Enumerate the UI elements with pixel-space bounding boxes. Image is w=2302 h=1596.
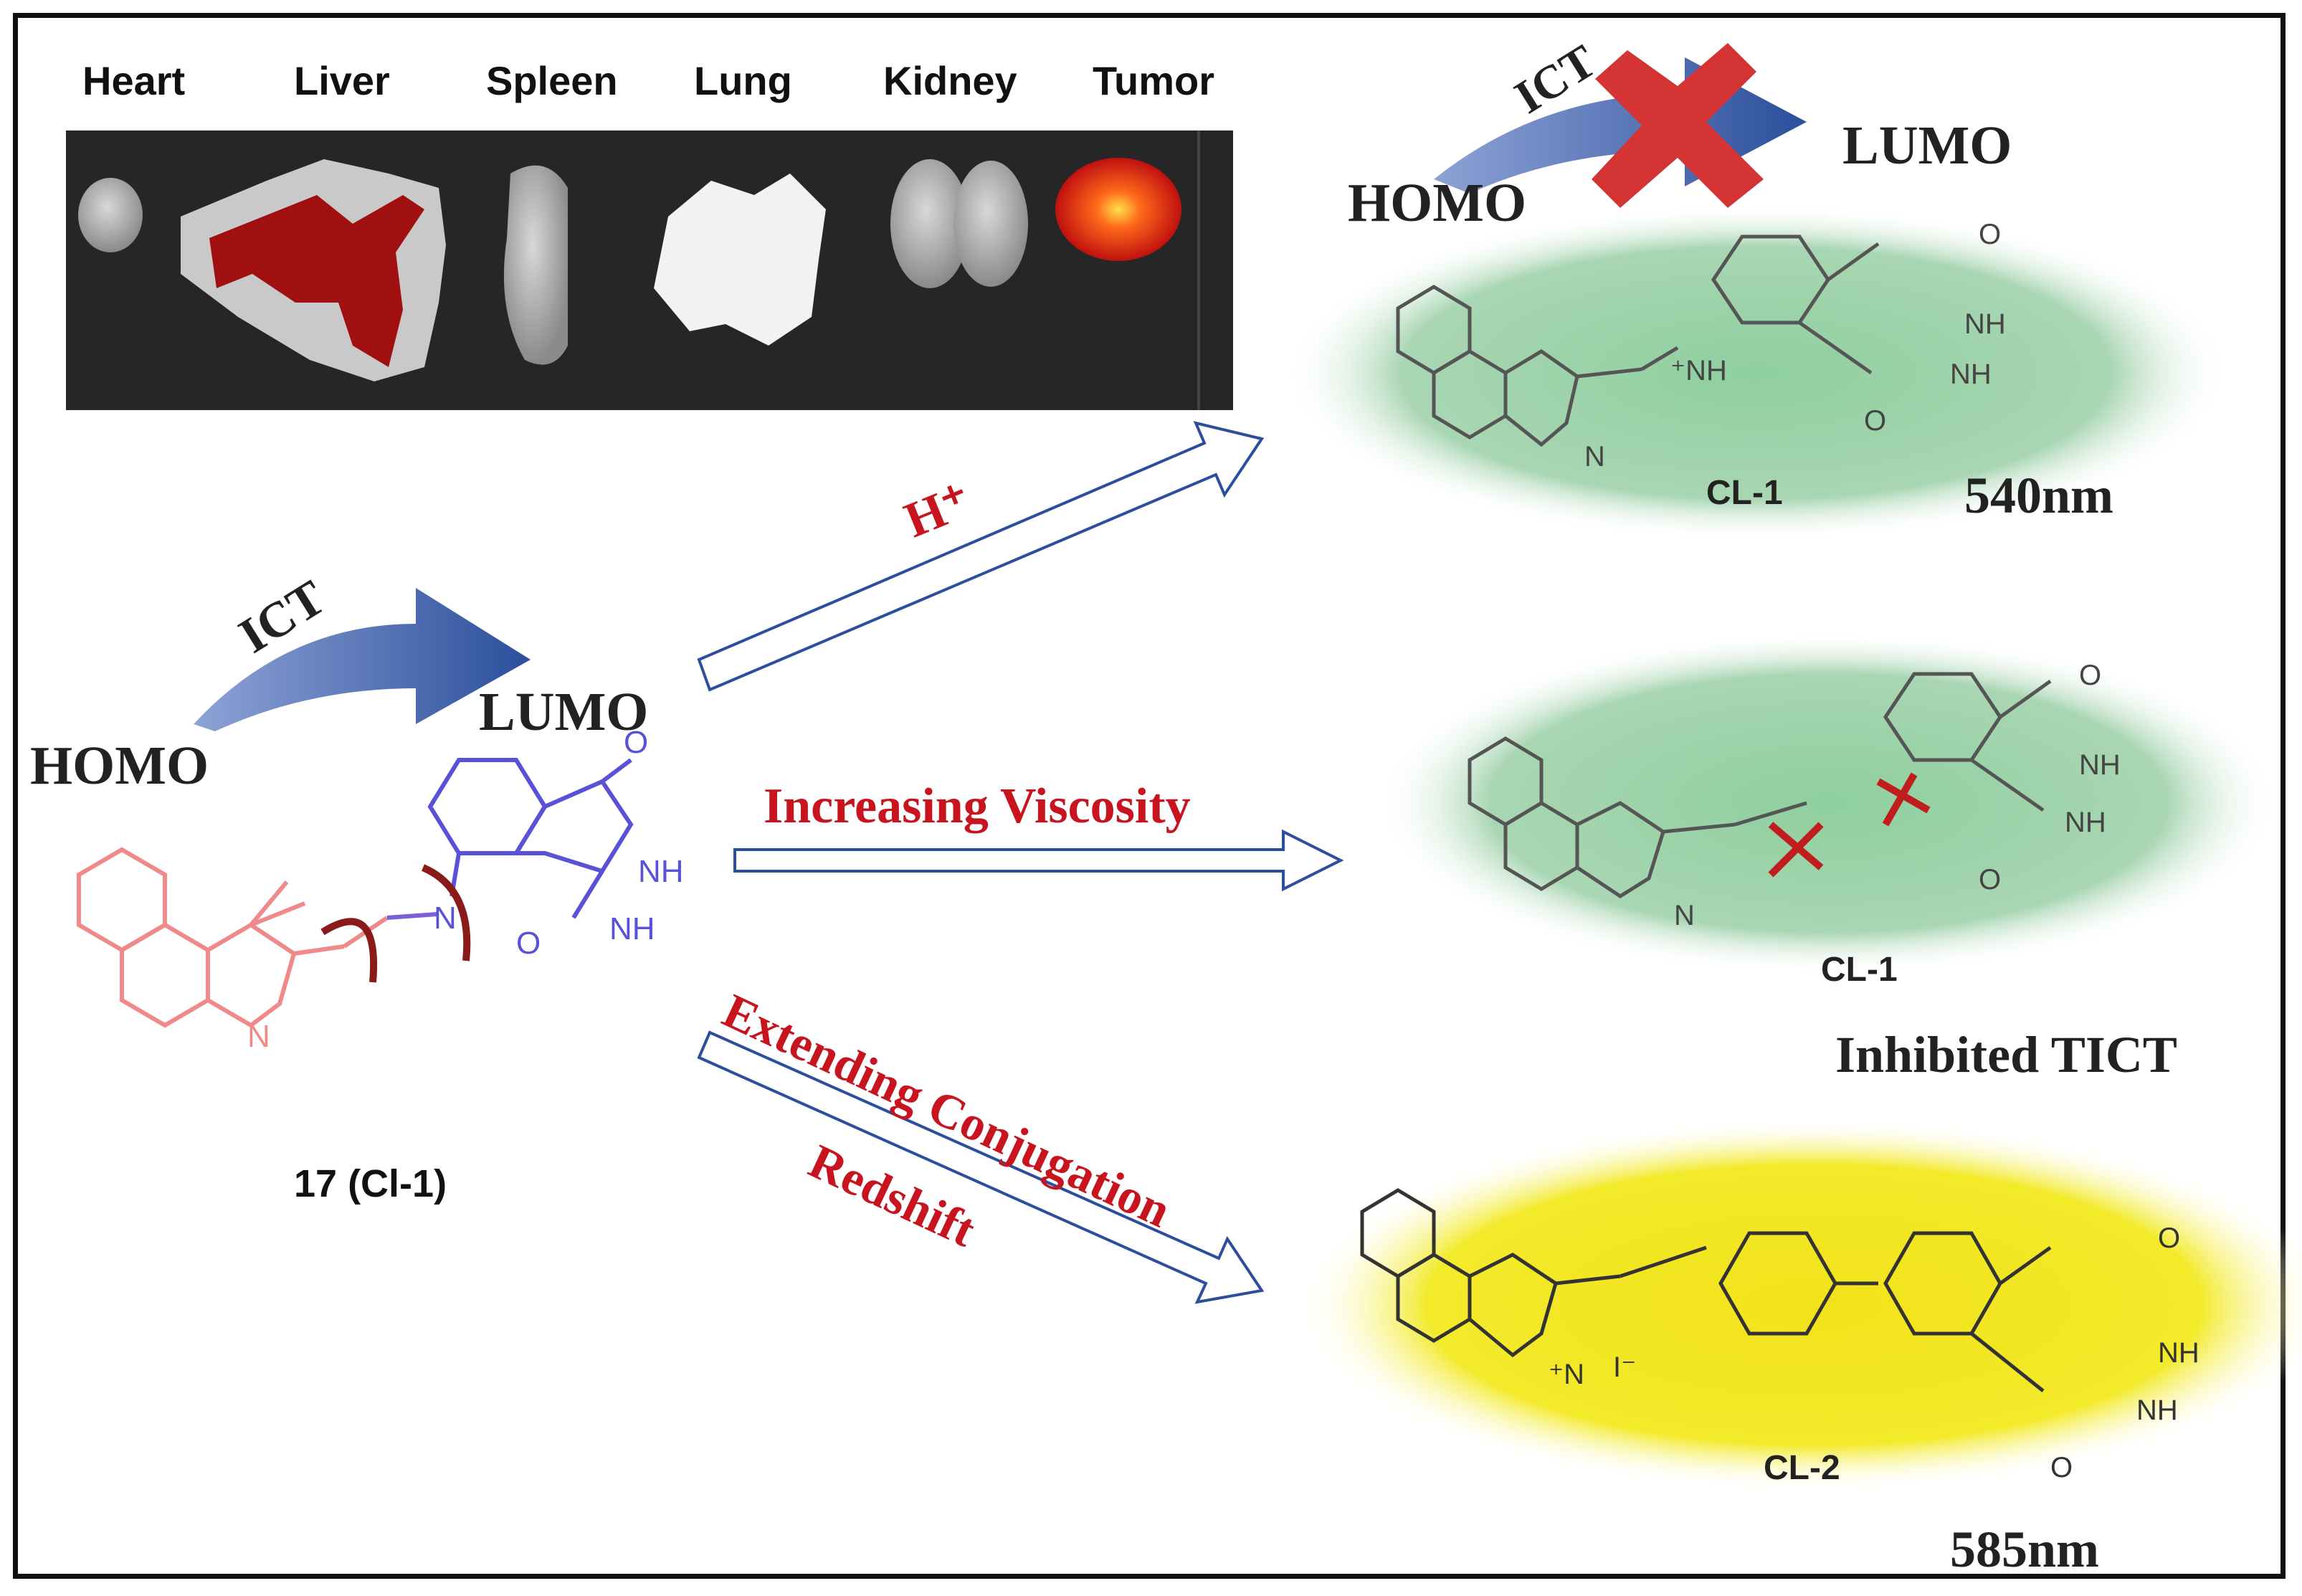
svg-text:NH: NH: [2065, 807, 2106, 838]
svg-text:O: O: [2079, 660, 2101, 691]
cl1-structure-top: [1396, 234, 1880, 447]
reaction-arrows: [697, 421, 1344, 1304]
svg-text:⁺NH: ⁺NH: [1670, 355, 1727, 386]
yellow-blob: [1298, 1118, 2302, 1491]
svg-text:I⁻: I⁻: [1613, 1352, 1636, 1383]
compound-17-structure: [77, 758, 634, 1028]
cl1-structure-middle: [1468, 672, 2052, 898]
product-annotation-3: 585nm: [1950, 1521, 2100, 1578]
spleen-organ: [503, 165, 568, 365]
lumo-label-left: LUMO: [479, 682, 649, 742]
product-annotation-1: 540nm: [1964, 467, 2114, 524]
heart-organ: [78, 178, 143, 252]
product-annotation-2: Inhibited TICT: [1835, 1026, 2177, 1083]
cl1-atoms-top: ⁺NH N O NH NH O: [1584, 219, 2006, 472]
organ-label-liver: Liver: [294, 58, 390, 103]
cl2-atoms: ⁺N I⁻ O NH NH O: [1549, 1222, 2199, 1483]
svg-text:NH: NH: [1950, 358, 1992, 390]
svg-text:O: O: [516, 926, 541, 961]
svg-text:NH: NH: [1964, 308, 2006, 340]
kidney-organ-right: [953, 161, 1028, 287]
homo-label-top: HOMO: [1348, 173, 1527, 233]
svg-text:O: O: [1979, 219, 2001, 250]
svg-text:NH: NH: [609, 911, 655, 946]
product-name-1: CL-1: [1706, 474, 1783, 512]
svg-text:N: N: [1584, 441, 1605, 472]
organ-label-spleen: Spleen: [486, 58, 618, 103]
cl2-structure: [1360, 1188, 2052, 1392]
ex-vivo-fluorescence-image: [66, 130, 1233, 410]
viscosity-label: Increasing Viscosity: [764, 779, 1191, 834]
blocked-ict-arrow: [1434, 43, 1807, 208]
blocked-rotation-marks: [1768, 772, 1931, 878]
organ-label-tumor: Tumor: [1093, 58, 1215, 103]
green-blob-1: [1283, 204, 2230, 541]
organ-label-lung: Lung: [694, 58, 792, 103]
svg-text:O: O: [1979, 864, 2001, 896]
svg-text:O: O: [2158, 1222, 2180, 1254]
svg-text:NH: NH: [2158, 1337, 2199, 1369]
svg-text:N: N: [247, 1019, 270, 1054]
svg-text:O: O: [2050, 1452, 2073, 1483]
liver-signal: [209, 195, 424, 367]
arrow-to-cl2: [697, 1030, 1265, 1304]
product-name-2: CL-1: [1821, 951, 1898, 989]
svg-text:O: O: [624, 725, 648, 760]
organ-label-heart: Heart: [82, 58, 186, 103]
organ-label-kidney: Kidney: [883, 58, 1017, 103]
homo-label-left: HOMO: [30, 736, 209, 796]
arrow-to-cl1-viscosity: [733, 829, 1344, 892]
svg-text:NH: NH: [638, 854, 684, 889]
svg-text:O: O: [1864, 405, 1886, 437]
kidney-organ-left: [890, 159, 969, 288]
compound-17-atoms: N N O NH NH O: [247, 725, 684, 1054]
svg-text:NH: NH: [2079, 749, 2121, 781]
svg-text:N: N: [434, 901, 457, 936]
svg-text:⁺N: ⁺N: [1549, 1359, 1584, 1390]
svg-text:NH: NH: [2136, 1395, 2178, 1426]
svg-text:N: N: [1674, 900, 1695, 931]
rotation-arrows: [320, 864, 471, 983]
arrow-to-cl1-acid: [697, 421, 1265, 692]
lung-organ: [654, 174, 826, 346]
ict-arrow-left: [194, 588, 531, 731]
product-name-3: CL-2: [1764, 1449, 1840, 1487]
green-blob-2: [1376, 631, 2280, 975]
tumor-organ: [1055, 158, 1181, 261]
compound-label: 17 (Cl-1): [294, 1162, 447, 1205]
lumo-label-top: LUMO: [1842, 115, 2012, 176]
cl1-atoms-middle: N O NH NH O: [1674, 660, 2121, 931]
